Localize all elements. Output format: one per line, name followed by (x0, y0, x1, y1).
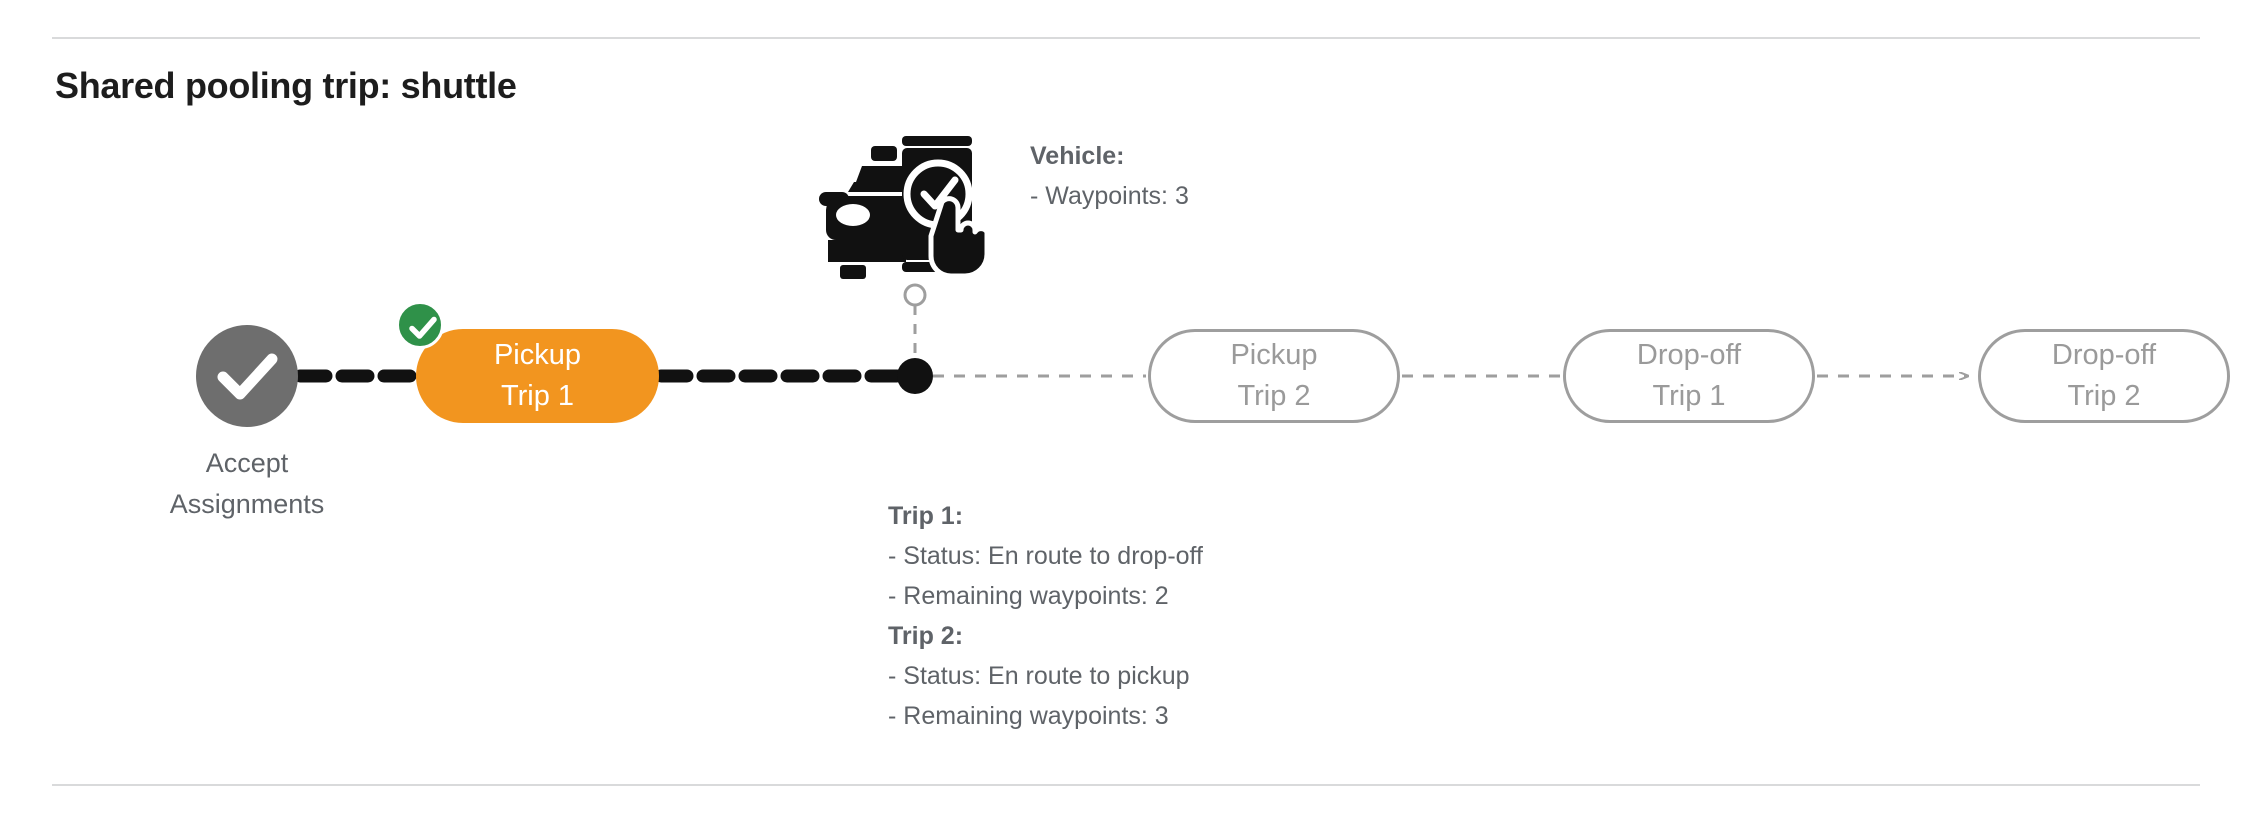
vehicle-info-block: Vehicle: - Waypoints: 3 (1030, 136, 1189, 216)
trip-1-heading: Trip 1: (888, 496, 1203, 536)
sidebar-item-accept-assignments[interactable] (196, 325, 298, 427)
node-drop-off-trip-2-line2: Trip 2 (2067, 380, 2141, 412)
node-pickup-trip-1-line2: Trip 1 (500, 380, 575, 412)
node-pickup-trip-1[interactable]: Pickup Trip 1 (416, 329, 659, 423)
node-pickup-trip-1-line1: Pickup (493, 339, 582, 371)
node-drop-off-trip-1-line1: Drop-off (1636, 339, 1742, 371)
trip-2-heading-colon: : (954, 622, 964, 650)
trip-1-heading-colon: : (954, 502, 964, 530)
trip-1-waypoints: - Remaining waypoints: 2 (888, 582, 1169, 610)
vehicle-info-heading-colon: : (1116, 142, 1125, 170)
accept-assignments-label: Accept Assignments (97, 443, 397, 525)
node-drop-off-trip-1[interactable]: Drop-off Trip 1 (1563, 329, 1815, 423)
bottom-divider (52, 784, 2200, 786)
vehicle-info-heading: Vehicle: (1030, 136, 1189, 176)
node-drop-off-trip-2-line1: Drop-off (2051, 339, 2157, 371)
vehicle-app-check-icon (818, 122, 990, 280)
trip-1-heading-text: Trip 1 (888, 502, 955, 530)
vehicle-info-waypoints: - Waypoints: 3 (1030, 182, 1189, 210)
trip-2-heading: Trip 2: (888, 616, 1203, 656)
check-badge-icon (396, 301, 444, 349)
trip-1-status: - Status: En route to drop-off (888, 542, 1203, 570)
node-pickup-trip-2[interactable]: Pickup Trip 2 (1148, 329, 1400, 423)
trip-info-block: Trip 1: - Status: En route to drop-off -… (888, 496, 1203, 736)
node-drop-off-trip-2[interactable]: Drop-off Trip 2 (1978, 329, 2230, 423)
vehicle-info-heading-text: Vehicle (1030, 142, 1117, 170)
trip-2-waypoints: - Remaining waypoints: 3 (888, 702, 1169, 730)
top-divider (52, 37, 2200, 39)
check-circle-icon (217, 353, 278, 400)
node-drop-off-trip-1-line2: Trip 1 (1652, 380, 1726, 412)
accept-assignments-label-line2: Assignments (169, 489, 325, 519)
node-pickup-trip-2-line1: Pickup (1230, 339, 1318, 371)
page-title: Shared pooling trip: shuttle (55, 65, 517, 106)
node-pickup-trip-2-line2: Trip 2 (1237, 380, 1311, 412)
trip-2-heading-text: Trip 2 (888, 622, 955, 650)
trip-2-status: - Status: En route to pickup (888, 662, 1190, 690)
accept-assignments-label-line1: Accept (205, 448, 289, 478)
